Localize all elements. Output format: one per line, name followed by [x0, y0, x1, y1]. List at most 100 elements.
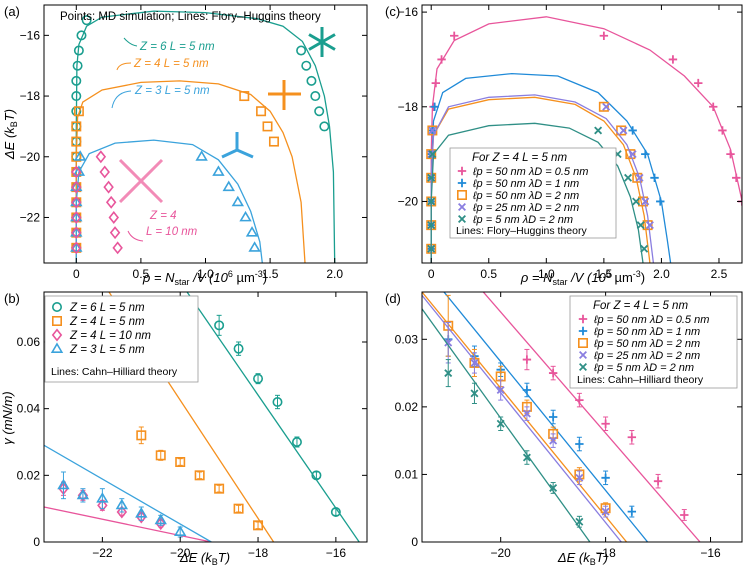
data-point [628, 150, 637, 159]
data-point [105, 195, 117, 209]
series-3 [422, 294, 622, 542]
data-point [430, 102, 439, 111]
data-point [636, 221, 645, 230]
y-tick-label: 0.04 [17, 402, 41, 416]
x-tick-label: 2.5 [711, 267, 728, 281]
data-point [575, 517, 584, 526]
data-point [601, 419, 610, 428]
annotation-label: Z = 4 [149, 210, 177, 222]
data-point [239, 91, 250, 102]
data-point [253, 373, 264, 384]
legend-marker [457, 166, 467, 176]
data-point [72, 60, 83, 71]
theory-line [422, 294, 622, 542]
data-point [73, 150, 87, 161]
x-axis-label-part: ) [641, 270, 645, 285]
data-point [71, 151, 82, 162]
data-point [470, 389, 479, 398]
data-point [71, 91, 82, 102]
x-tick-label: 0 [428, 267, 435, 281]
legend-note: Lines: Cahn–Hilliard theory [577, 374, 704, 386]
x-tick-label: 1.5 [262, 267, 279, 281]
legend-title: For Z = 4 L = 5 nm [472, 152, 567, 164]
series-2 [70, 139, 263, 263]
annotation-label: Z = 6 L = 5 nm [139, 41, 215, 53]
data-point [70, 210, 83, 222]
data-point [135, 507, 148, 518]
data-point [619, 126, 628, 135]
data-point [73, 106, 84, 117]
legend-item: Z = 4 L = 5 nm [69, 316, 145, 328]
data-point [214, 320, 225, 331]
y-axis-label: ΔE (kBT) [2, 109, 19, 160]
star-arm [236, 148, 254, 159]
x-tick-label: 1.0 [538, 267, 555, 281]
y-tick-label: 0.02 [17, 468, 41, 482]
legend-item: ℓp = 50 nm λD = 0.5 nm [593, 314, 709, 326]
legend-note: Lines: Cahn–Hilliard theory [51, 366, 178, 378]
data-point [575, 473, 584, 482]
data-point [73, 45, 84, 56]
data-point [641, 149, 650, 159]
annotation-arrow [111, 90, 132, 109]
legend: Z = 6 L = 5 nmZ = 4 L = 5 nmZ = 4 L = 10… [44, 295, 199, 383]
legend-marker [579, 351, 587, 359]
legend-title: For Z = 4 L = 5 nm [593, 300, 688, 312]
x-axis-label-part: -3 [633, 269, 641, 279]
data-point [103, 180, 114, 194]
y-tick-label: −18 [398, 100, 419, 114]
theory-line [44, 506, 212, 542]
data-point [245, 226, 259, 237]
data-point [239, 210, 252, 222]
x-tick-label: −16 [700, 546, 721, 560]
x-tick-label: 0.5 [133, 267, 150, 281]
data-point [194, 470, 205, 481]
data-point [628, 126, 637, 135]
data-point [428, 126, 437, 135]
data-point [594, 126, 603, 135]
theory-line [482, 292, 701, 542]
data-point [330, 506, 341, 517]
series-3 [44, 444, 212, 542]
data-point [70, 180, 83, 192]
y-tick-label: 0 [411, 535, 418, 549]
data-point [624, 173, 633, 182]
legend-item: ℓp = 50 nm λD = 1 nm [593, 326, 700, 338]
star-arm [308, 33, 336, 51]
data-point [601, 473, 610, 483]
x-tick-label: −16 [326, 546, 347, 560]
annotation-label: L = 10 nm [146, 226, 198, 238]
theory-line [443, 292, 649, 542]
x-axis-label-part: T) [218, 550, 230, 565]
annotation-label: Z = 3 L = 5 nm [134, 85, 210, 97]
star-arm [118, 158, 164, 204]
data-point [116, 505, 128, 519]
data-point [444, 338, 453, 347]
legend-marker [578, 314, 588, 324]
data-point [718, 126, 727, 135]
x-axis-label-part: ΔE (k [179, 550, 213, 565]
annotation-arrow [116, 62, 132, 71]
x-tick-label: 0 [73, 267, 80, 281]
data-point [450, 31, 459, 40]
data-point [427, 221, 436, 230]
data-point [627, 433, 637, 442]
x-axis-label: ΔE (kBT) [557, 550, 608, 567]
data-point [231, 195, 244, 207]
data-point [306, 75, 317, 86]
data-point [548, 412, 558, 422]
legend-note: Lines: Flory–Huggins theory [456, 225, 587, 237]
y-tick-label: 0.01 [395, 467, 419, 481]
y-tick-label: 0 [33, 535, 40, 549]
data-point [625, 149, 636, 160]
legend-marker [458, 203, 466, 211]
x-axis-label-part: 6 [228, 269, 233, 279]
data-point [155, 517, 166, 531]
data-point [71, 165, 82, 179]
data-point [233, 503, 244, 514]
series-3 [71, 150, 123, 255]
plot-frame [421, 4, 743, 264]
panel-label-b: (b) [4, 291, 20, 306]
